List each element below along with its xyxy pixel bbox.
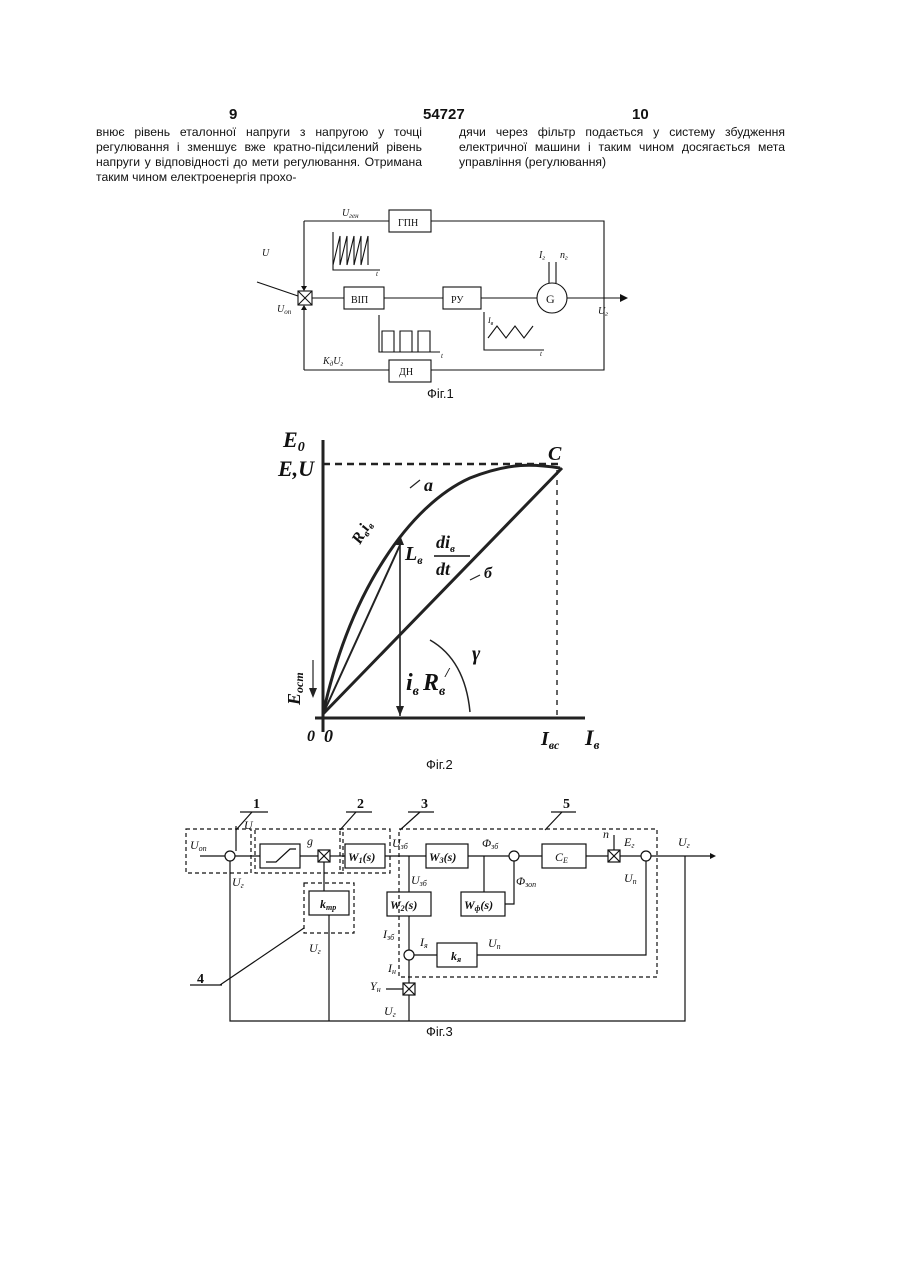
fig1-label-ig: Iг [538,250,545,262]
fig3-label-u: U [244,818,254,832]
fig3-block-ktr: kтр [320,897,336,912]
fig1-label-ur-out: Uг [598,306,608,318]
fig3-label-n: n [603,827,609,841]
fig3-label-ur-2: Uг [309,941,321,956]
fig3-label-phizb: Φзб [482,836,499,851]
fig3-callout-4: 4 [197,972,204,987]
fig1-block-ru: РУ [451,295,464,306]
fig3-label-uzb: Uзб [392,836,409,851]
fig3-block-ce: CE [555,850,568,865]
fig1-label-ng: nг [560,250,568,262]
fig1-generator-label: G [546,292,555,306]
fig2-label-ldi: Lв [404,543,423,567]
page-number-left: 9 [229,106,237,123]
patent-number: 54727 [423,106,465,123]
fig1-label-u: U [262,248,270,259]
fig3-callout-5: 5 [563,797,570,812]
fig2-label-eost: Eост [284,672,306,706]
fig3-label-uout: Uг [678,835,690,850]
fig3-block-w2: W2(s) [390,898,417,913]
fig3-block-wphi: Wф(s) [464,898,493,913]
fig2-axis-iv: Iв [584,725,600,752]
fig2-origin-mark: 0 [307,728,315,745]
fig1-axis-t-2: t [441,352,444,360]
fig2-point-c: C [548,443,562,465]
fig3-block-w1: W1(s) [348,850,375,865]
fig3-callout-3: 3 [421,797,428,812]
fig2-label-rv-iv: Rвiв [348,517,377,549]
fig1-label-ib: Iв [487,316,494,327]
fig2-label-di: diв [436,532,455,555]
fig1-label-ugen: Uген [342,208,359,220]
paragraph-left: внює рівень еталонної напруги з напругою… [96,125,422,185]
figure-1-caption: Фіг.1 [427,386,454,401]
fig3-callout-2: 2 [357,797,364,812]
fig3-label-phizop: Φзоп [516,874,536,889]
fig1-block-vip: ВІП [351,295,368,306]
fig2-origin: 0 [324,726,333,746]
page-number-right: 10 [632,106,649,123]
paragraph-right: дячи через фільтр подається у систему зб… [459,125,785,170]
fig3-label-izb: Iзб [382,927,395,942]
fig2-label-e0: E0 [282,427,305,455]
fig2-label-ivrv: iвRв/ [406,666,450,699]
fig3-callout-1: 1 [253,797,260,812]
fig1-axis-t-1: t [376,270,379,278]
fig1-block-gpn: ГПН [398,218,418,229]
fig3-label-g: g [307,834,313,848]
fig3-label-uop: Uоп [190,838,207,853]
fig3-label-up: Uп [488,936,501,951]
text-column-right: дячи через фільтр подається у систему зб… [459,125,785,170]
fig1-block-dn: ДН [399,367,413,378]
fig2-angle-gamma: γ [472,643,481,665]
fig1-label-kd-ur: KдUг [322,356,343,368]
fig3-block-kya: kя [451,949,461,964]
fig2-label-eu: E,U [277,456,315,481]
fig2-label-ivc: Iвс [540,728,560,752]
figure-3-caption: Фіг.3 [426,1024,453,1039]
fig3-block-w3: W3(s) [429,850,456,865]
fig2-label-dt: dt [436,559,451,579]
text-column-left: внює рівень еталонної напруги з напругою… [96,125,422,185]
fig2-curve-a: a [424,475,433,495]
fig3-label-uzb-2: Uзб [411,873,428,888]
fig2-line-b: б [484,565,493,582]
fig1-axis-t-3: t [540,350,543,358]
fig3-label-in: Iн [387,961,396,976]
fig3-label-ur-1: Uг [232,875,244,890]
fig3-label-yn: Yн [370,979,381,994]
fig3-label-un: Uп [624,871,637,886]
fig1-label-uop: Uоп [277,304,292,316]
fig3-label-ur-3: Uг [384,1004,396,1019]
fig3-label-eg: Eг [623,835,634,850]
fig3-label-iya: Iя [419,935,428,950]
figure-2-caption: Фіг.2 [426,757,453,772]
